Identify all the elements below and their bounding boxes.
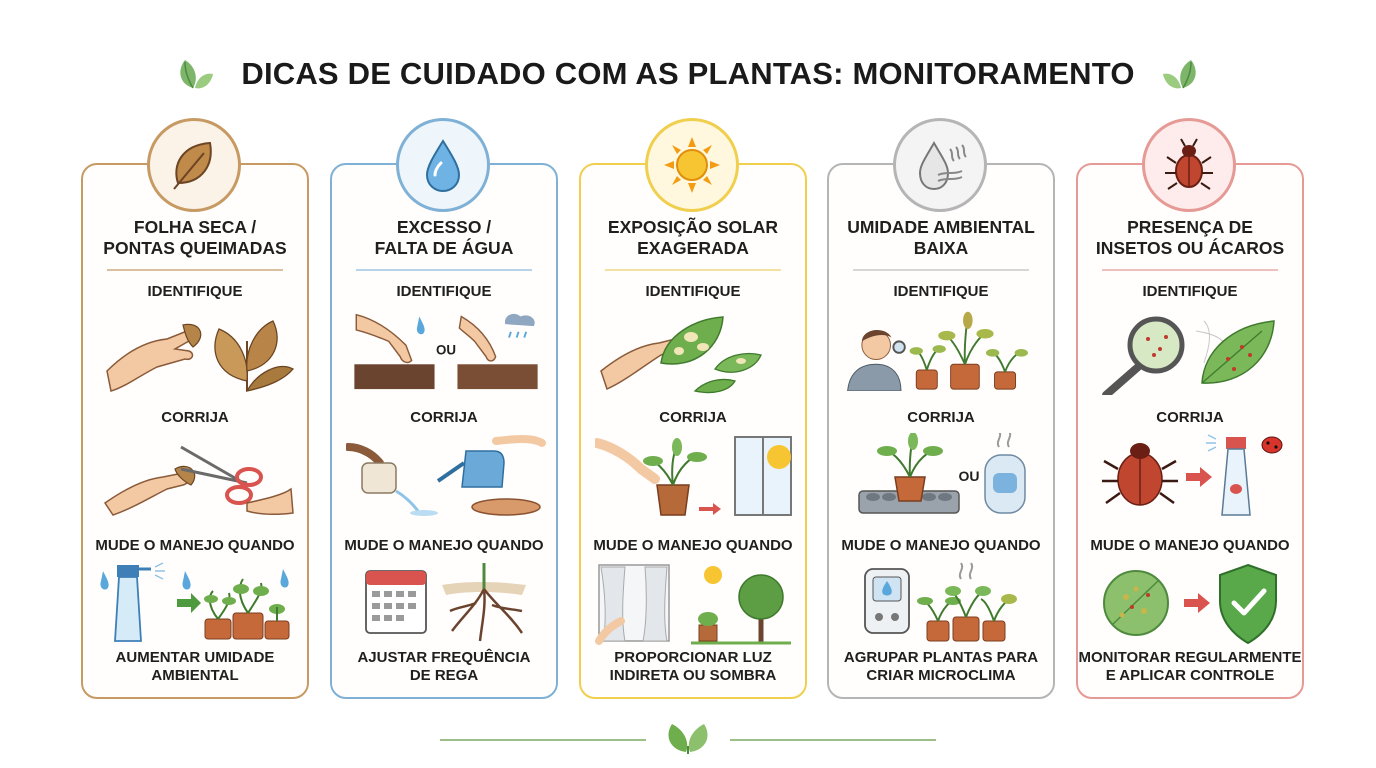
change-label: MUDE O MANEJO QUANDO [1090, 537, 1290, 554]
card-title-line: PRESENÇA DE [1127, 217, 1253, 237]
or-label: OU [436, 343, 456, 358]
action-line: MONITORAR REGULARMENTE [1078, 649, 1302, 666]
change-label: MUDE O MANEJO QUANDO [841, 537, 1041, 554]
or-label: OU [959, 468, 980, 484]
dry-leaf-badge [147, 118, 241, 212]
change-label: MUDE O MANEJO QUANDO [95, 537, 295, 554]
card-title-line: PONTAS QUEIMADAS [103, 238, 287, 258]
action-text: AGRUPAR PLANTAS PARA CRIAR MICROCLIMA [829, 649, 1053, 685]
action-line: AJUSTAR FREQUÊNCIA [357, 649, 531, 666]
card-title-line: EXCESSO / [396, 217, 492, 237]
action-text: AJUSTAR FREQUÊNCIA DE REGA [332, 649, 556, 685]
card-title: UMIDADE AMBIENTAL BAIXA [829, 217, 1053, 259]
card-title-line: UMIDADE AMBIENTAL [847, 217, 1035, 237]
action-text: PROPORCIONAR LUZ INDIRETA OU SOMBRA [581, 649, 805, 685]
sun-badge [645, 118, 739, 212]
divider [107, 269, 283, 271]
humidity-badge [893, 118, 987, 212]
card-title-line: INSETOS OU ÁCAROS [1095, 238, 1285, 258]
leaf-icon [180, 60, 214, 89]
card-title-line: BAIXA [913, 238, 969, 258]
watering-illustration [346, 435, 546, 516]
card-dry-leaf: FOLHA SECA / PONTAS QUEIMADAS IDENTIFIQU… [81, 163, 309, 699]
action-text: MONITORAR REGULARMENTE E APLICAR CONTROL… [1078, 649, 1302, 685]
card-title-line: EXAGERADA [637, 238, 749, 258]
card-water: EXCESSO / FALTA DE ÁGUA IDENTIFIQUE OU C… [330, 163, 558, 699]
action-line: DE REGA [409, 667, 479, 684]
divider [356, 269, 532, 271]
curtain-shade-illustration [595, 564, 791, 645]
identify-label: IDENTIFIQUE [147, 283, 243, 300]
water-badge [396, 118, 490, 212]
card-title: PRESENÇA DE INSETOS OU ÁCAROS [1078, 217, 1302, 259]
card-sun: EXPOSIÇÃO SOLAR EXAGERADA IDENTIFIQUE CO… [579, 163, 807, 699]
action-line: PROPORCIONAR LUZ [614, 649, 772, 666]
action-line: E APLICAR CONTROLE [1105, 667, 1275, 684]
correct-label: CORRIJA [907, 409, 975, 426]
card-title: EXCESSO / FALTA DE ÁGUA [332, 217, 556, 259]
action-line: AGRUPAR PLANTAS PARA [843, 649, 1039, 666]
header: DICAS DE CUIDADO COM AS PLANTAS: MONITOR… [0, 52, 1376, 96]
action-line: INDIRETA OU SOMBRA [609, 667, 777, 684]
correct-label: CORRIJA [410, 409, 478, 426]
card-title-line: EXPOSIÇÃO SOLAR [607, 217, 779, 237]
calendar-roots-illustration [365, 563, 526, 642]
card-pests: PRESENÇA DE INSETOS OU ÁCAROS IDENTIFIQU… [1076, 163, 1304, 699]
pest-spray-illustration [1102, 434, 1283, 516]
page-title: DICAS DE CUIDADO COM AS PLANTAS: MONITOR… [241, 56, 1135, 91]
magnifier-infested-leaf-illustration [1102, 316, 1275, 395]
card-title: FOLHA SECA / PONTAS QUEIMADAS [83, 217, 307, 259]
change-label: MUDE O MANEJO QUANDO [344, 537, 544, 554]
monitor-protect-illustration [1103, 563, 1277, 645]
leaf-icon [1162, 60, 1196, 89]
identify-label: IDENTIFIQUE [893, 283, 989, 300]
dry-leaf-hand-illustration [106, 320, 294, 392]
sun-icon [664, 137, 720, 193]
move-plant-illustration [595, 436, 792, 516]
hygrometer-grouped-plants-illustration [864, 562, 1017, 642]
change-label: MUDE O MANEJO QUANDO [593, 537, 793, 554]
correct-label: CORRIJA [659, 409, 727, 426]
card-humidity: UMIDADE AMBIENTAL BAIXA IDENTIFIQUE CORR… [827, 163, 1055, 699]
bottom-divider-leaf-icon [440, 724, 936, 754]
water-drop-icon [425, 139, 461, 193]
action-line: AMBIENTAL [151, 667, 239, 684]
mist-spray-plants-illustration [100, 562, 290, 642]
divider [853, 269, 1029, 271]
card-title-line: FOLHA SECA / [133, 217, 257, 237]
identify-label: IDENTIFIQUE [645, 283, 741, 300]
humidity-icon [918, 140, 967, 191]
action-line: CRIAR MICROCLIMA [866, 667, 1016, 684]
correct-label: CORRIJA [1156, 409, 1224, 426]
card-title-line: FALTA DE ÁGUA [374, 238, 514, 258]
pest-badge [1142, 118, 1236, 212]
sunburn-leaf-illustration [600, 316, 762, 394]
action-line: AUMENTAR UMIDADE [115, 649, 275, 666]
divider [605, 269, 781, 271]
bug-icon [1165, 138, 1213, 190]
dry-leaf-icon [173, 141, 212, 190]
inspect-plants-illustration [847, 311, 1028, 391]
correct-label: CORRIJA [161, 409, 229, 426]
action-text: AUMENTAR UMIDADE AMBIENTAL [83, 649, 307, 685]
identify-label: IDENTIFIQUE [1142, 283, 1238, 300]
divider [1102, 269, 1278, 271]
scissors-trim-illustration [103, 445, 294, 516]
identify-label: IDENTIFIQUE [396, 283, 492, 300]
soil-check-illustration: OU [354, 313, 538, 390]
pebble-tray-humidifier-illustration: OU [858, 433, 1026, 514]
card-title: EXPOSIÇÃO SOLAR EXAGERADA [581, 217, 805, 259]
